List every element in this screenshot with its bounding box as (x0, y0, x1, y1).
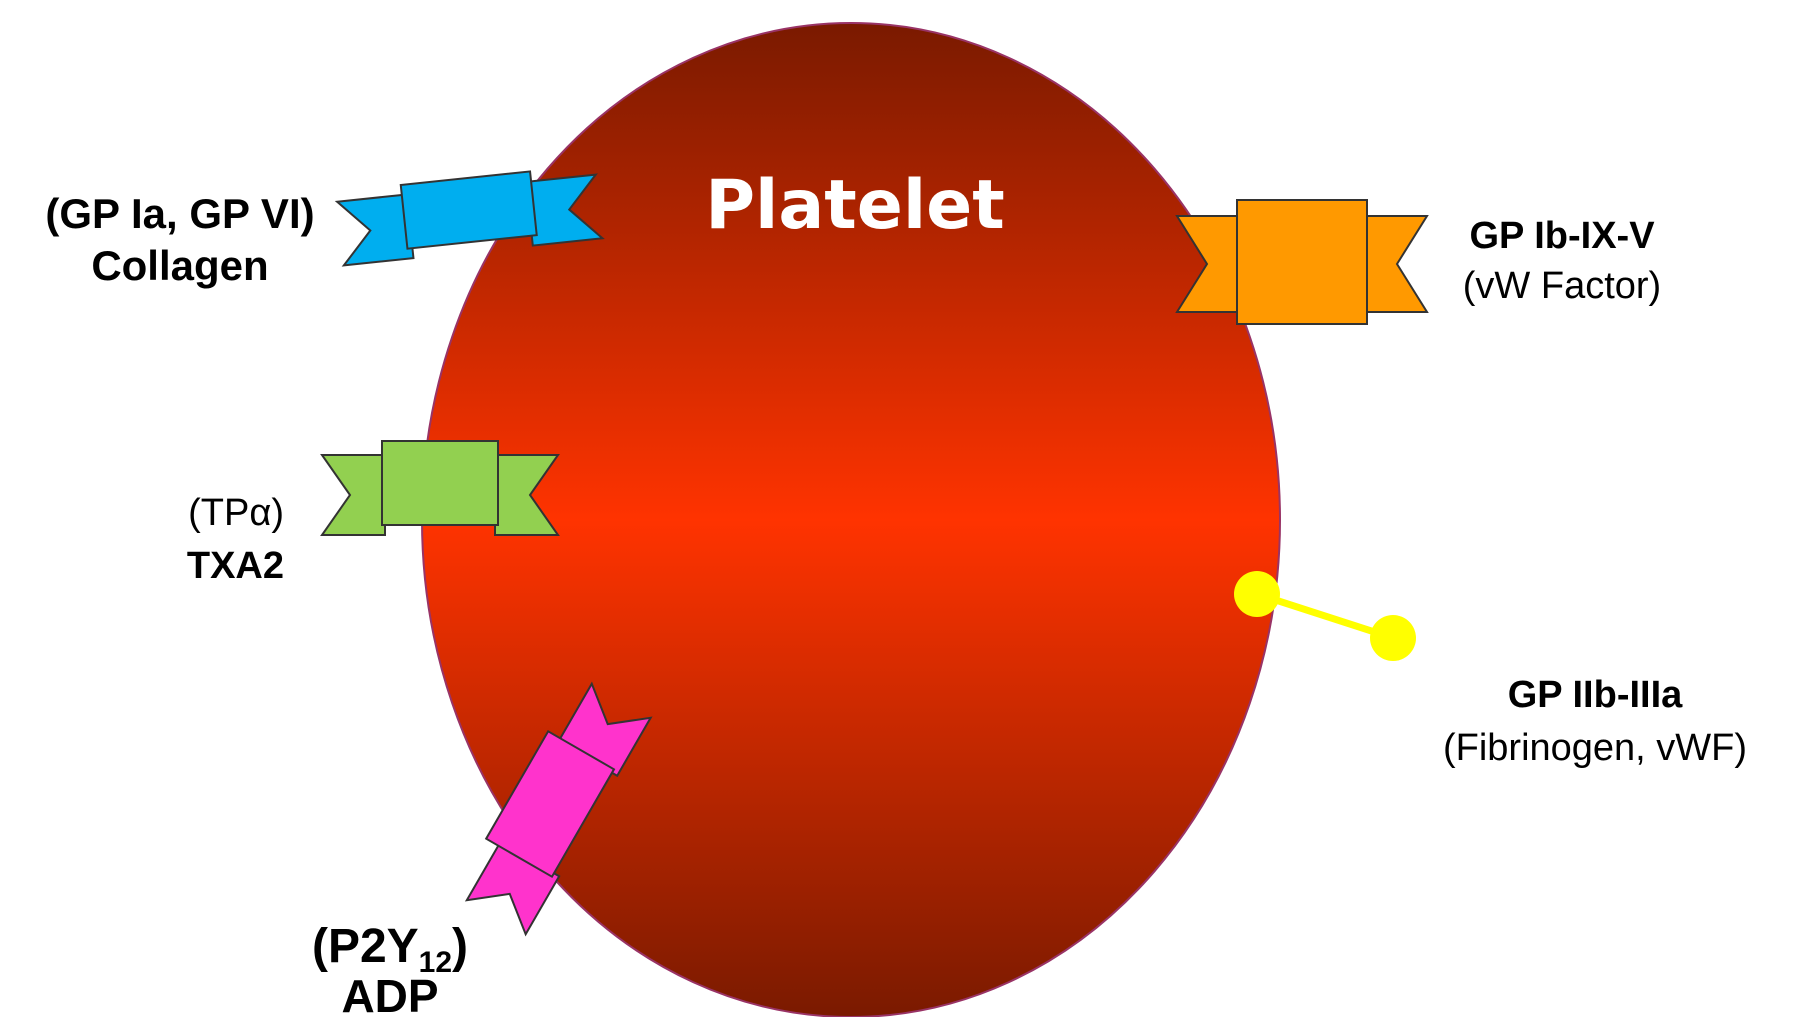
fibrinogen-receptor-dumbbell (1234, 571, 1416, 661)
txa2-receptor-label: (TPα) (188, 492, 284, 534)
fibrinogen-receptor-label: GP IIb-IIIa (1508, 674, 1683, 716)
fibrinogen-ligand-label: (Fibrinogen, vWF) (1443, 727, 1747, 769)
vwf-receptor-ribbon (1175, 199, 1429, 325)
txa2-ligand-label: TXA2 (187, 545, 284, 587)
vwf-ligand-label: (vW Factor) (1463, 265, 1661, 307)
collagen-receptor-label: (GP Ia, GP VI) (45, 190, 314, 237)
collagen-receptor-ribbon (334, 170, 605, 267)
vwf-receptor-label: GP Ib-IX-V (1469, 215, 1655, 257)
adp-receptor-label: (P2Y12) (312, 920, 468, 979)
diagram-title: Platelet (705, 166, 1005, 245)
collagen-ligand-label: Collagen (91, 242, 268, 289)
adp-ligand-label: ADP (341, 970, 438, 1017)
adp-receptor-ribbon (464, 681, 653, 937)
txa2-receptor-ribbon (320, 440, 560, 536)
